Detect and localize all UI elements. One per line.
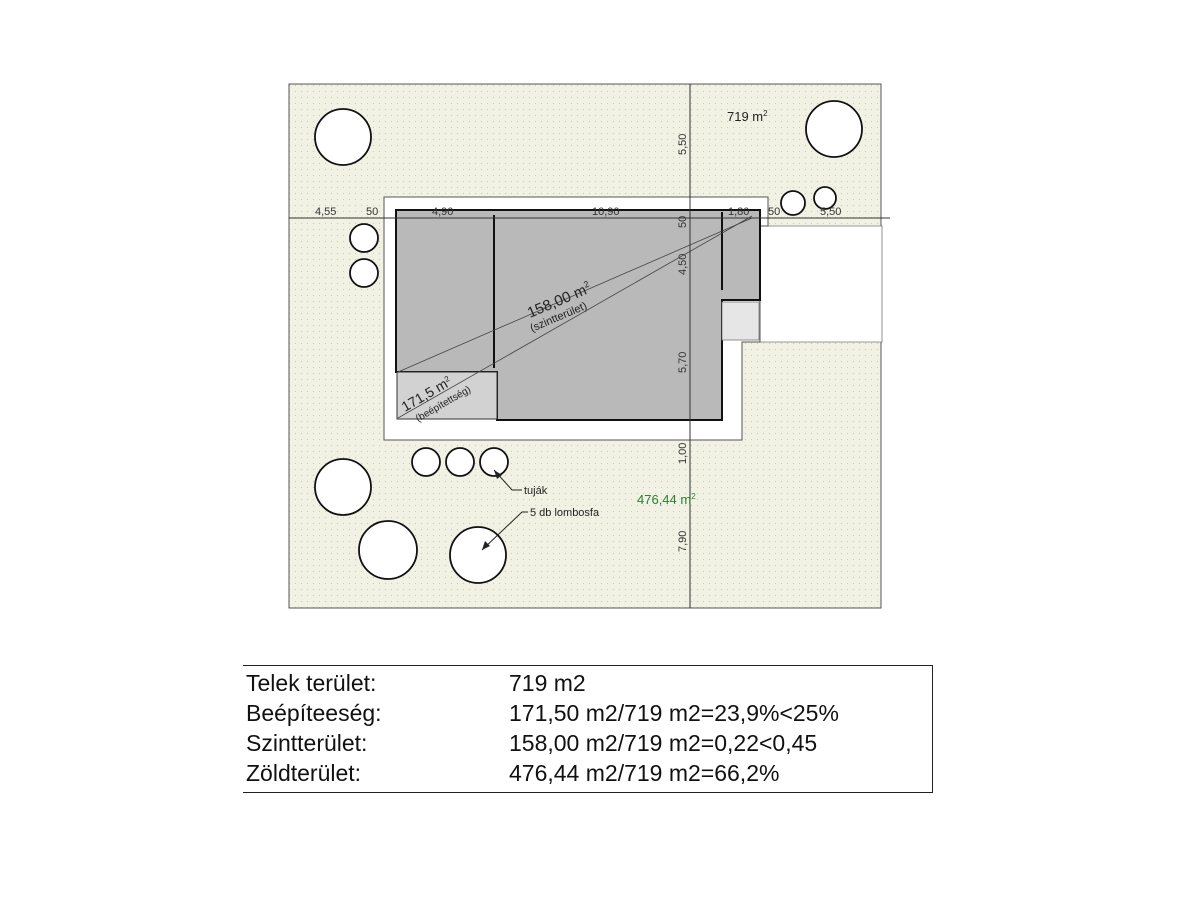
plot-area-label: 719 m2 bbox=[727, 109, 768, 124]
dim-left-gap: 4,55 bbox=[315, 206, 336, 218]
summary-value: 171,50 m2/719 m2=23,9%<25% bbox=[509, 700, 839, 726]
callout-trees: 5 db lombosfa bbox=[530, 507, 600, 519]
leader-line bbox=[397, 215, 753, 419]
dim-right-50: 50 bbox=[677, 216, 689, 228]
dim-v-450: 4,50 bbox=[677, 254, 689, 275]
dim-v-790: 7,90 bbox=[677, 531, 689, 552]
dim-top-550: 5,50 bbox=[677, 134, 689, 155]
summary-label: Szintterület: bbox=[246, 730, 368, 756]
summary-value: 719 m2 bbox=[509, 670, 586, 696]
callout-tujak: tuják bbox=[524, 485, 548, 497]
dim-v-570: 5,70 bbox=[677, 352, 689, 373]
summary-value: 158,00 m2/719 m2=0,22<0,45 bbox=[509, 730, 818, 756]
dim-v-100: 1,00 bbox=[677, 443, 689, 464]
dim-seg-1090: 10,90 bbox=[592, 206, 620, 218]
summary-label: Zöldterület: bbox=[246, 760, 362, 786]
callout-arrows bbox=[481, 469, 528, 551]
terrace bbox=[396, 371, 498, 420]
tree-icons bbox=[314, 100, 863, 584]
site-plan: 719 m2 158,00 m2 (szintterület) 171,5 m2… bbox=[288, 83, 890, 609]
dim-right-550: 5,50 bbox=[820, 206, 841, 218]
entry-block bbox=[721, 301, 760, 341]
dim-seg-490: 4,90 bbox=[432, 206, 453, 218]
green-area-label: 476,44 m2 bbox=[637, 492, 696, 507]
summary-label: Beépíteeség: bbox=[246, 700, 382, 726]
summary-table: Telek terület: 719 m2 Beépíteeség: 171,5… bbox=[243, 665, 933, 793]
dim-right-50b: 50 bbox=[768, 206, 780, 218]
summary-label: Telek terület: bbox=[246, 670, 377, 696]
dim-left-50: 50 bbox=[366, 206, 378, 218]
summary-value: 476,44 m2/719 m2=66,2% bbox=[509, 760, 780, 786]
dim-seg-180: 1,80 bbox=[728, 206, 749, 218]
driveway bbox=[741, 225, 883, 343]
leader-line bbox=[397, 217, 753, 373]
